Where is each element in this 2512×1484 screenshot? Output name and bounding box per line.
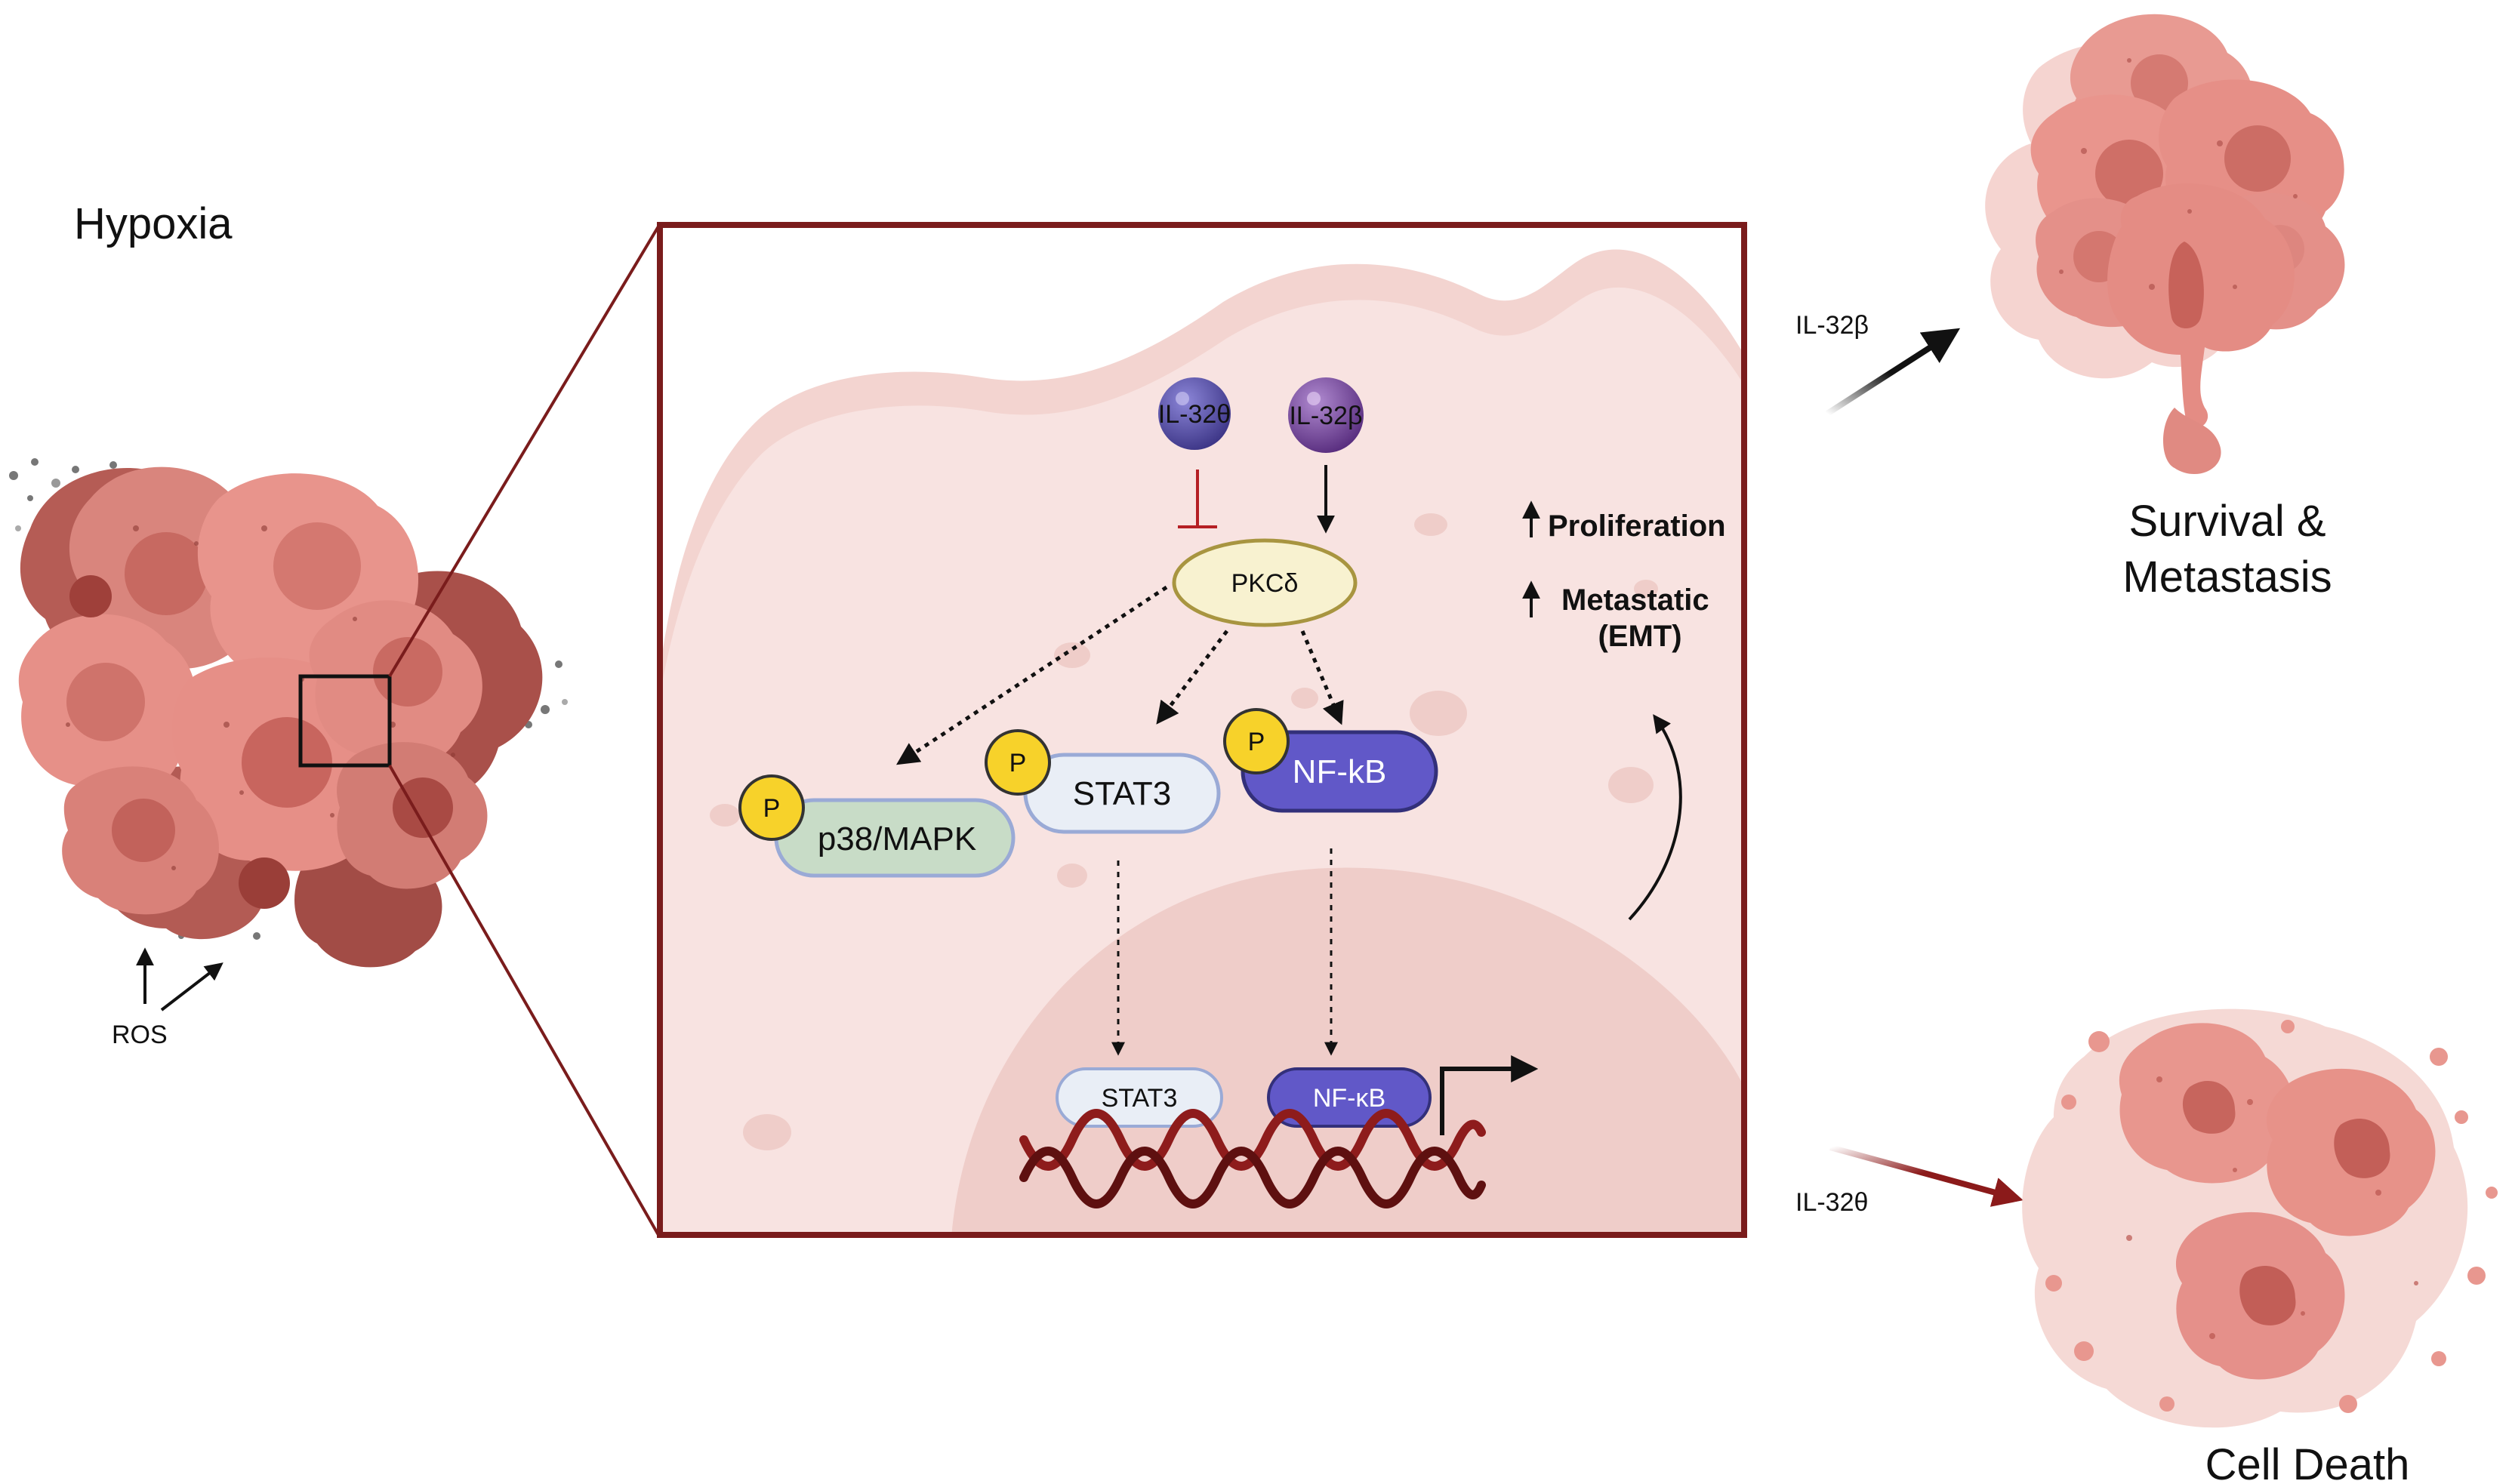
proliferation-label: Proliferation <box>1548 510 1726 543</box>
inset-frame <box>657 222 1747 1238</box>
il32beta-outcome-arrow <box>1825 328 1961 417</box>
zoom-connector-bottom <box>388 765 660 1236</box>
emt-label: (EMT) <box>1598 620 1681 653</box>
tumor-cluster-illustration <box>9 458 568 968</box>
survival-label-line1: Survival & <box>2128 497 2326 546</box>
il32theta-inhibition-symbol <box>1178 470 1217 528</box>
stat3-phospho-badge <box>985 729 1051 796</box>
p38-phospho-label: P <box>763 794 781 823</box>
pkc-to-nfkb-arrow <box>1300 630 1344 725</box>
il32theta-outcome-label: IL-32θ <box>1795 1188 1868 1217</box>
nfkb-phospho-label: P <box>1248 728 1265 756</box>
dna-helix <box>1019 1109 1486 1208</box>
il32beta-ligand: IL-32β <box>1288 377 1364 453</box>
nfkb-label: NF-kB <box>1293 753 1387 790</box>
metastatic-label: Metastatic <box>1561 583 1709 617</box>
nfkb-nuclear-label: NF-κB <box>1313 1084 1385 1113</box>
stat3-node: STAT3 P <box>985 729 1221 834</box>
il32beta-ligand-label: IL-32β <box>1289 402 1362 430</box>
transcription-start-arrow <box>1440 1055 1539 1135</box>
nfkb-phospho-badge <box>1223 708 1290 774</box>
survival-label-line2: Metastasis <box>2122 553 2332 602</box>
zoom-connector-top <box>388 225 660 678</box>
zoom-region-box <box>298 674 392 768</box>
cell-death-label: Cell Death <box>2205 1440 2410 1484</box>
metastatic-tumor-illustration <box>1985 14 2345 475</box>
proliferation-outcome: Proliferation <box>1522 500 1726 543</box>
stat3-label: STAT3 <box>1073 775 1171 812</box>
stat3-nuclear-label: STAT3 <box>1102 1084 1178 1113</box>
p38-mapk-node: p38/MAPK P <box>738 774 1016 878</box>
pkc-delta-node: PKCδ <box>1172 538 1358 627</box>
pkc-delta-label: PKCδ <box>1231 569 1299 598</box>
nfkb-node: NF-kB P <box>1223 708 1438 813</box>
ros-arrow-diagonal <box>160 962 223 1011</box>
il32beta-outcome-label: IL-32β <box>1795 311 1869 340</box>
hypoxia-label: Hypoxia <box>74 199 233 248</box>
dying-cells-illustration <box>2022 1008 2498 1428</box>
ros-label: ROS <box>112 1021 168 1049</box>
p38-phospho-badge <box>738 774 805 841</box>
il32theta-ligand: IL-32θ <box>1158 377 1231 450</box>
p38-mapk-label: p38/MAPK <box>818 821 976 857</box>
stat3-phospho-label: P <box>1009 749 1027 777</box>
il32theta-outcome-arrow <box>1829 1144 2023 1207</box>
pkc-to-p38-arrow <box>895 585 1168 765</box>
nucleus-output-arrow <box>1628 714 1682 921</box>
il32theta-ligand-label: IL-32θ <box>1158 400 1231 429</box>
metastatic-outcome: Metastatic (EMT) <box>1522 580 1709 653</box>
nucleus <box>951 867 1741 1232</box>
